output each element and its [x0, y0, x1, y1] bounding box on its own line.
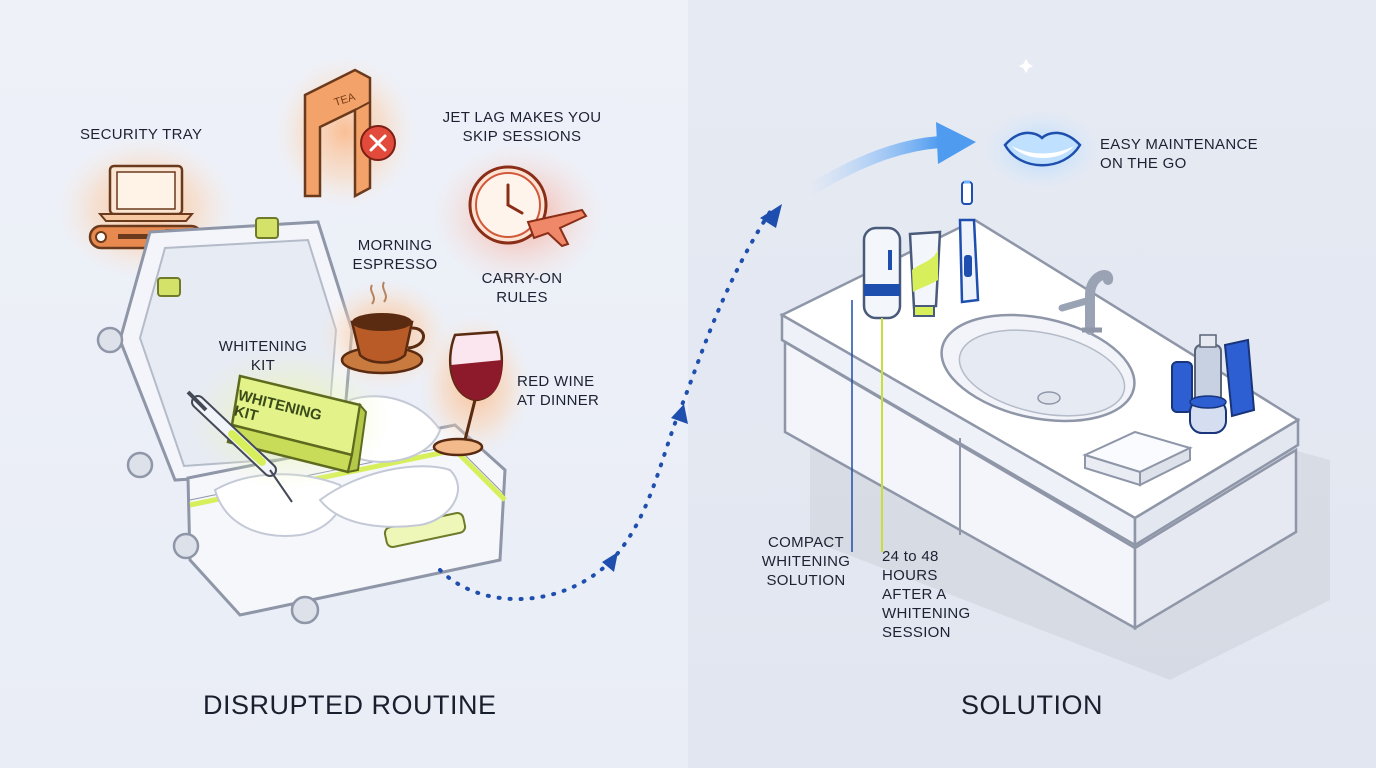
- whitening-container-icon: [862, 226, 902, 320]
- dotted-arrow: [438, 204, 782, 602]
- smile-icon: [982, 58, 1102, 190]
- label-security-tray: SECURITY TRAY: [80, 126, 203, 143]
- security-gate-icon: [275, 57, 415, 207]
- label-hours-after: 24 to 48 HOURS AFTER A WHITENING SESSION: [882, 548, 971, 641]
- espresso-cup-icon: [320, 280, 450, 390]
- label-morning-espresso: MORNING ESPRESSO: [352, 237, 438, 273]
- gradient-arrow: [804, 122, 976, 196]
- label-compact-solution: COMPACT WHITENING SOLUTION: [761, 534, 851, 589]
- whitening-kit-box-icon: [190, 350, 390, 490]
- toiletries-icon: [1171, 334, 1256, 434]
- toothpaste-tube-icon: [908, 230, 942, 317]
- security-tray-icon: [58, 138, 234, 278]
- syringe-icon: [186, 390, 293, 503]
- towel-icon: [1082, 430, 1193, 487]
- clock-plane-icon: [433, 145, 603, 285]
- heading-disrupted-routine: DISRUPTED ROUTINE: [203, 690, 497, 720]
- electric-toothbrush-icon: [958, 180, 980, 304]
- label-whitening-kit: WHITENING KIT: [218, 338, 308, 374]
- label-jet-lag: JET LAG MAKES YOU SKIP SESSIONS: [442, 109, 602, 145]
- label-easy-maintenance: EASY MAINTENANCE ON THE GO: [1100, 136, 1258, 172]
- heading-solution: SOLUTION: [961, 690, 1104, 720]
- wine-glass-icon: [420, 315, 530, 457]
- label-carry-on-rules: CARRY-ON RULES: [481, 270, 563, 306]
- label-red-wine: RED WINE AT DINNER: [517, 373, 600, 409]
